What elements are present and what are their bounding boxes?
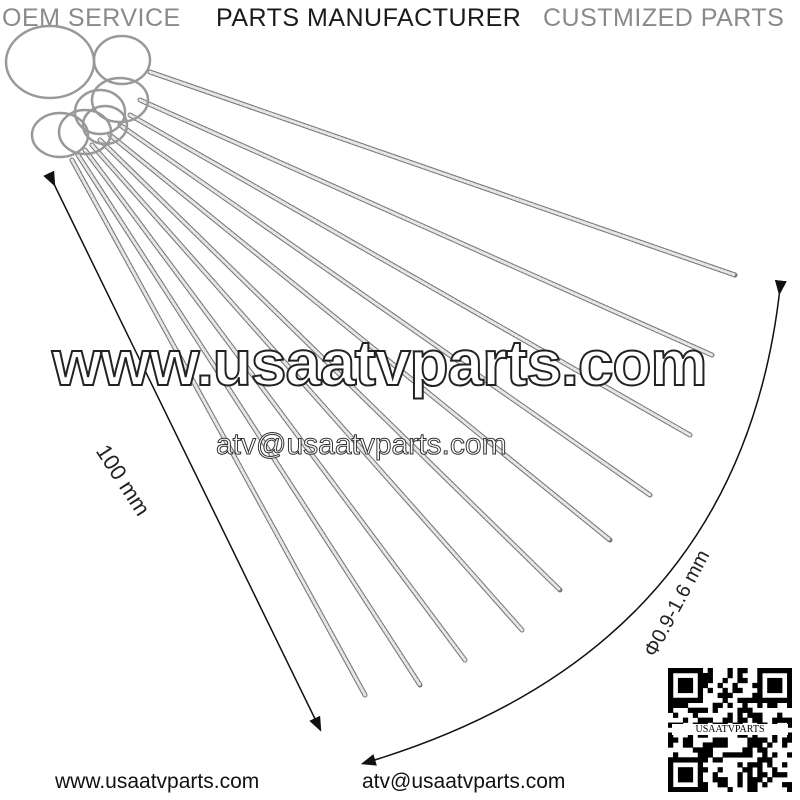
watermark-email: atv@usaatvparts.com xyxy=(216,428,508,462)
qr-label: USAATVPARTS xyxy=(672,724,788,735)
diameter-arc-arrow xyxy=(360,279,787,766)
wire-brush xyxy=(76,153,422,687)
header-customized-parts: CUSTMIZED PARTS xyxy=(543,4,785,32)
wire-brush xyxy=(148,70,737,277)
length-arrow xyxy=(43,170,322,732)
footer-website[interactable]: www.usaatvparts.com xyxy=(55,770,260,793)
key-rings xyxy=(4,24,152,159)
wire-brush xyxy=(83,148,467,662)
qr-code-pattern xyxy=(668,668,793,793)
footer-email[interactable]: atv@usaatvparts.com xyxy=(362,770,566,793)
header-oem-service: OEM SERVICE xyxy=(2,4,181,32)
header-parts-manufacturer: PARTS MANUFACTURER xyxy=(216,4,522,32)
watermark-website: www.usaatvparts.com xyxy=(51,326,708,400)
